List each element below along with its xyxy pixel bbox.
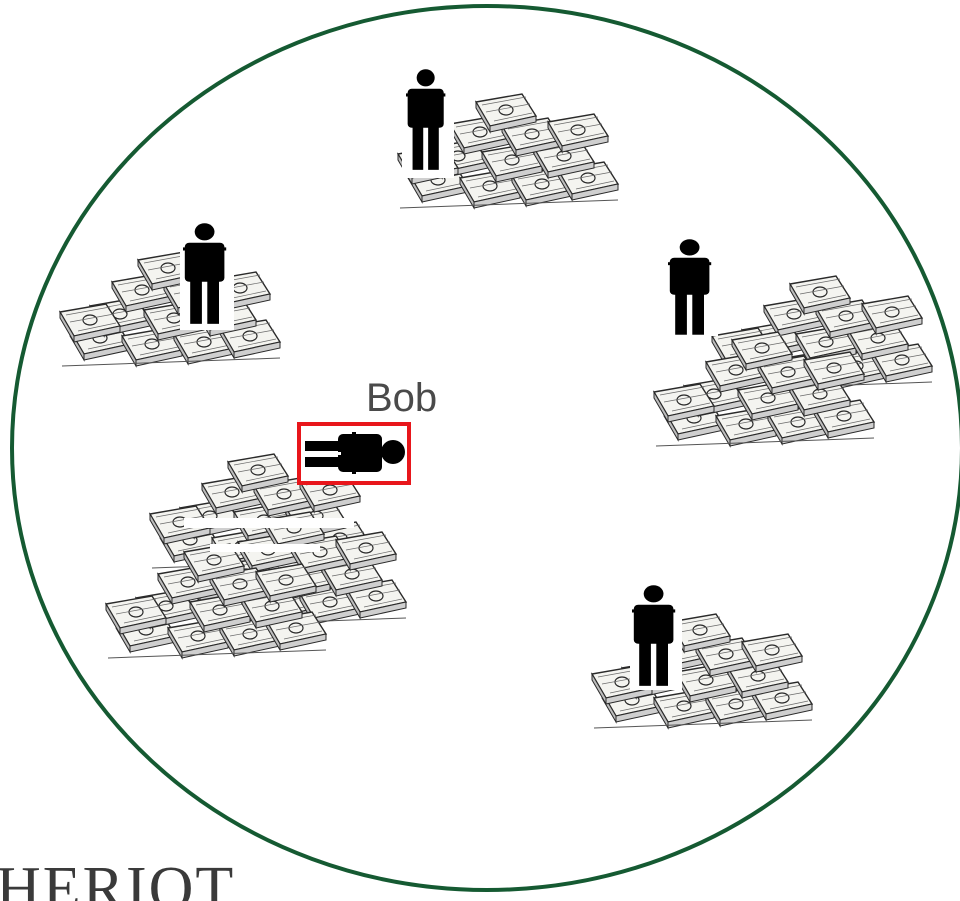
money-pile-icon: [592, 614, 812, 728]
fallen-person-icon: [305, 432, 405, 474]
boundary-circle: [10, 4, 960, 892]
bob-label: Bob: [366, 376, 438, 420]
university-logo-text: HERIOT: [0, 855, 236, 901]
money-pile-icon: [60, 252, 280, 366]
